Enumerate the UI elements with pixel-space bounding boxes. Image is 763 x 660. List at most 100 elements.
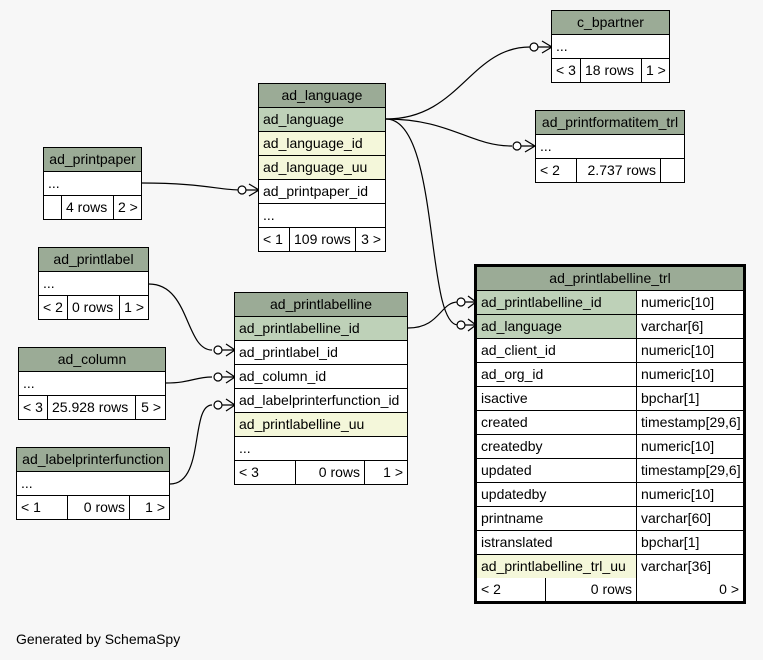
stat-parents[interactable]: < 2 [481,581,501,597]
table-title[interactable]: ad_column [19,348,165,372]
stat-children[interactable]: 1 > [119,296,148,319]
column-type: numeric[10] [636,339,743,362]
stat-parents[interactable]: < 3 [556,62,576,78]
table-title[interactable]: ad_printpaper [44,148,141,172]
table-ad-printlabelline-trl[interactable]: ad_printlabelline_trl ad_printlabelline_… [474,264,746,604]
table-stats: 4 rows 2 > [44,196,141,219]
stat-children[interactable]: 2 > [113,196,141,219]
table-stats: < 2 0 rows 0 > [477,578,743,601]
table-row: ... [43,275,55,291]
stat-rows: 18 rows [580,59,641,82]
column-row: isactive bpchar[1] [477,387,743,411]
column-row: ad_client_id numeric[10] [477,339,743,363]
marker-printlabelline-labelprinterfunction [213,398,237,412]
generated-by-footer: Generated by SchemaSpy [16,631,181,647]
column-ad-language-uu: ad_language_uu [263,159,368,175]
stat-children[interactable]: 1 > [364,461,407,484]
column-ad-printlabelline-id: ad_printlabelline_id [239,320,360,336]
stat-rows: 0 rows [67,296,119,319]
table-stats: < 1 109 rows 3 > [259,228,385,251]
table-ad-printlabelline[interactable]: ad_printlabelline ad_printlabelline_id a… [234,292,408,485]
stat-parents[interactable] [44,196,61,219]
table-stats: < 2 2.737 rows [536,159,684,182]
edge-ad-language-ad-printformatitem-trl [385,118,513,147]
table-ad-language[interactable]: ad_language ad_language ad_language_id a… [258,83,386,252]
marker-ad-printformatitem-trl [512,139,537,153]
column-name: isactive [481,390,528,406]
stat-children[interactable]: 1 > [641,59,669,82]
column-ad-column-id: ad_column_id [239,368,327,384]
column-ad-printlabel-id: ad_printlabel_id [239,344,338,360]
table-title[interactable]: ad_printformatitem_trl [536,111,684,135]
edge-ad-printlabel-ad-printlabelline [148,283,213,351]
marker-printlabelline-printlabel [213,343,237,357]
stat-children[interactable]: 3 > [355,228,385,251]
stat-parents[interactable]: < 2 [540,162,560,178]
stat-rows: 109 rows [289,228,355,251]
stat-children[interactable]: 5 > [135,396,165,419]
stat-parents[interactable]: < 1 [263,231,283,247]
column-type: varchar[60] [636,507,743,530]
table-ad-labelprinterfunction[interactable]: ad_labelprinterfunction ... < 1 0 rows 1… [16,447,170,520]
table-row: ... [540,138,552,154]
table-row: ... [48,175,60,191]
column-type: numeric[10] [636,363,743,386]
table-row: ... [263,207,275,223]
stat-parents[interactable]: < 3 [239,464,259,480]
stat-children[interactable] [660,159,684,182]
table-stats: < 3 18 rows 1 > [552,59,669,82]
column-name: ad_printlabelline_trl_uu [477,555,636,578]
column-name: printname [481,510,544,526]
table-c-bpartner[interactable]: c_bpartner ... < 3 18 rows 1 > [551,10,670,83]
column-name: updatedby [481,486,547,502]
table-ad-printlabel[interactable]: ad_printlabel ... < 2 0 rows 1 > [38,247,149,320]
stat-children[interactable]: 0 > [636,578,743,601]
column-type: timestamp[29,6] [636,411,743,434]
stat-parents[interactable]: < 1 [21,499,41,515]
table-row: ... [21,475,33,491]
column-name: ad_org_id [481,366,544,382]
edge-ad-labelprinterfunction-ad-printlabelline [169,404,213,485]
column-row: updatedby numeric[10] [477,483,743,507]
stat-rows: 2.737 rows [576,159,660,182]
table-row: ... [556,38,568,54]
column-name: ad_printlabelline_id [477,291,636,314]
column-name: created [481,414,528,430]
column-name: createdby [481,438,543,454]
table-title[interactable]: ad_labelprinterfunction [17,448,169,472]
table-stats: < 3 0 rows 1 > [235,461,407,484]
table-title[interactable]: ad_printlabelline_trl [477,267,743,291]
marker-c-bpartner [529,40,554,54]
table-title[interactable]: ad_language [259,84,385,108]
table-title[interactable]: ad_printlabelline [235,293,407,317]
column-ad-printlabelline-uu: ad_printlabelline_uu [239,416,365,432]
stat-parents[interactable]: < 3 [23,399,43,415]
edge-ad-language-c-bpartner [385,46,531,120]
column-type: varchar[36] [636,555,743,578]
table-title[interactable]: c_bpartner [552,11,669,35]
table-ad-column[interactable]: ad_column ... < 3 25.928 rows 5 > [18,347,166,420]
edge-ad-column-ad-printlabelline [165,376,213,384]
column-ad-printpaper-id: ad_printpaper_id [263,183,369,199]
edge-ad-printpaper-ad-language [141,182,241,191]
stat-children[interactable]: 1 > [129,496,169,519]
column-type: timestamp[29,6] [636,459,743,482]
column-type: numeric[10] [636,483,743,506]
column-ad-language: ad_language [263,111,344,127]
column-name: istranslated [481,534,553,550]
table-ad-printformatitem-trl[interactable]: ad_printformatitem_trl ... < 2 2.737 row… [535,110,685,183]
stat-rows: 0 rows [295,461,364,484]
stat-parents[interactable]: < 2 [43,299,63,315]
column-type: numeric[10] [636,435,743,458]
column-type: varchar[6] [636,315,743,338]
column-name: ad_client_id [481,342,556,358]
marker-printlabelline-column [213,370,237,384]
table-title[interactable]: ad_printlabel [39,248,148,272]
column-type: bpchar[1] [636,387,743,410]
table-ad-printpaper[interactable]: ad_printpaper ... 4 rows 2 > [43,147,142,220]
